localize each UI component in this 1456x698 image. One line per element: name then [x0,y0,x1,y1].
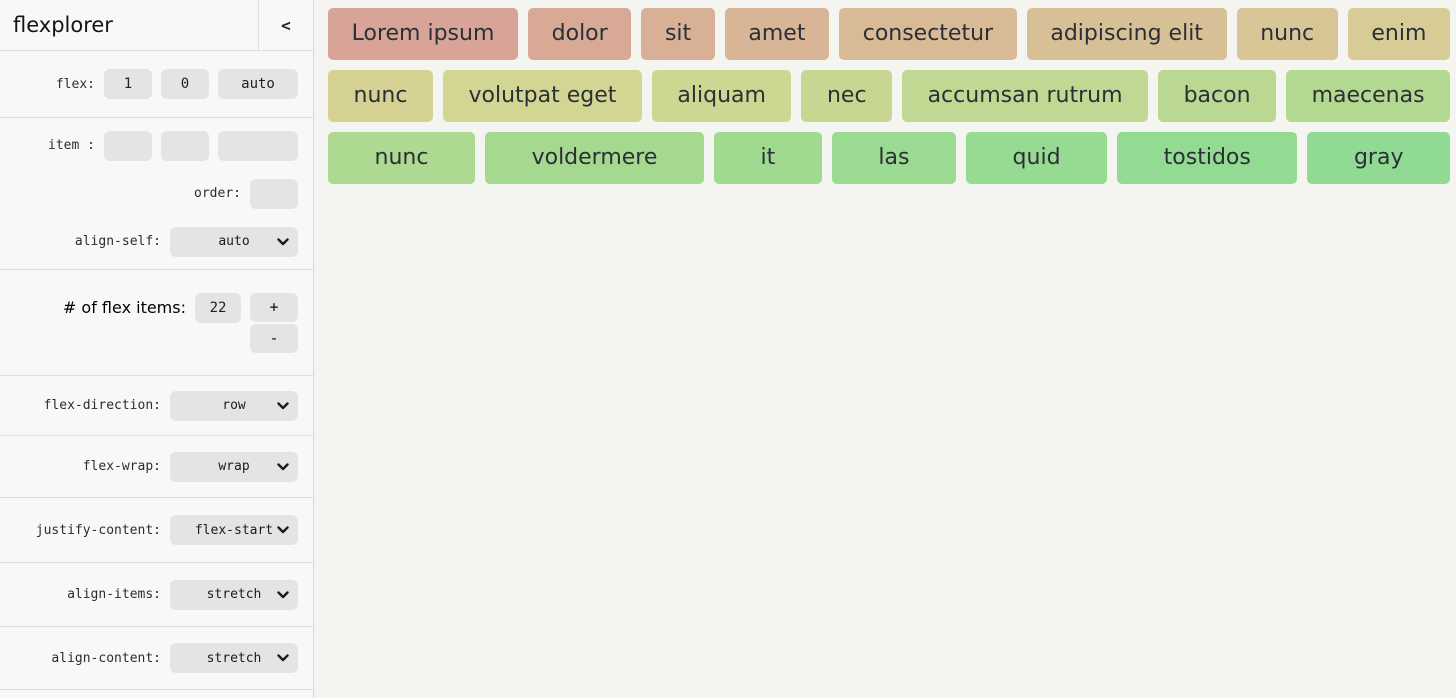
chevron-down-icon [277,401,289,409]
flex-item[interactable]: accumsan rutrum [902,70,1149,122]
align-items-select[interactable]: stretch [170,579,298,610]
align-items-label: align-items: [67,587,161,602]
flex-direction-section: flex-direction: row [0,376,313,436]
remove-item-button[interactable]: - [250,323,298,353]
item-count-label: # of flex items: [62,297,186,317]
flex-wrap-section: flex-wrap: wrap [0,436,313,498]
order-label: order: [194,186,241,201]
item-flex-basis-input[interactable] [218,130,298,161]
item-flex-grow-input[interactable] [104,130,152,161]
item-count-section: # of flex items: + - [0,270,313,376]
flex-wrap-value: wrap [218,459,250,474]
flex-item[interactable]: gray [1307,132,1451,184]
flex-item[interactable]: amet [724,8,830,60]
order-input[interactable] [250,178,298,209]
item-section: item : order: align-self: auto [0,118,313,270]
justify-content-value: flex-start [194,522,274,538]
flex-wrap-row: flex-wrap: wrap [0,451,298,482]
align-self-value: auto [218,234,250,249]
flex-label: flex: [55,76,95,92]
item-count-input[interactable] [195,292,241,323]
item-flex-row: item : [0,130,298,161]
item-flex-shrink-input[interactable] [161,130,209,161]
chevron-down-icon [277,526,289,534]
flex-item[interactable]: nunc [328,132,476,184]
flex-shrink-input[interactable] [161,69,209,99]
align-items-section: align-items: stretch [0,563,313,627]
chevron-left-icon: < [281,15,291,35]
flex-shorthand-section: flex: [0,51,313,118]
flex-item[interactable]: maecenas [1286,70,1451,122]
flex-shorthand-row: flex: [0,69,298,99]
flex-wrap-label: flex-wrap: [82,459,161,474]
align-self-select[interactable]: auto [170,226,298,257]
flex-direction-label: flex-direction: [43,398,161,413]
chevron-down-icon [277,654,289,662]
flex-direction-select[interactable]: row [170,390,298,421]
align-content-section: align-content: stretch [0,627,313,690]
flex-item[interactable]: enim [1347,8,1451,60]
align-content-row: align-content: stretch [0,643,298,673]
flex-item[interactable]: nunc [1236,8,1338,60]
flex-wrap-select[interactable]: wrap [170,451,298,482]
align-content-select[interactable]: stretch [170,643,298,673]
order-row: order: [0,178,298,209]
item-count-row: # of flex items: + - [0,292,298,353]
chevron-down-icon [277,237,289,245]
item-label: item : [48,138,95,153]
sidebar: flexplorer < flex: item : [0,0,314,698]
page-title: flexplorer [13,13,113,37]
flex-grow-input[interactable] [104,69,152,99]
flex-item[interactable]: tostidos [1117,132,1298,184]
align-self-label: align-self: [74,234,161,249]
justify-content-label: justify-content: [35,522,161,538]
flex-item[interactable]: Lorem ipsum [328,8,519,60]
flex-item[interactable]: it [713,132,822,184]
justify-content-section: justify-content: flex-start [0,498,313,563]
item-count-stepper: + - [250,292,298,353]
align-items-value: stretch [206,587,262,602]
align-items-row: align-items: stretch [0,579,298,610]
flex-item[interactable]: nunc [328,70,433,122]
justify-content-select[interactable]: flex-start [170,515,298,545]
chevron-down-icon [277,590,289,598]
flex-item[interactable]: las [831,132,956,184]
flex-item[interactable]: aliquam [651,70,792,122]
sidebar-header: flexplorer < [0,0,313,51]
flex-item[interactable]: voldermere [485,132,704,184]
flex-input-group [104,69,298,99]
flex-item[interactable]: adipiscing elit [1026,8,1227,60]
flex-item[interactable]: volutpat eget [442,70,642,122]
add-item-button[interactable]: + [250,292,298,322]
flex-item[interactable]: nec [801,70,893,122]
flex-basis-input[interactable] [218,69,298,99]
justify-content-row: justify-content: flex-start [0,515,298,545]
flex-item[interactable]: dolor [528,8,632,60]
flex-item[interactable]: consectetur [839,8,1017,60]
align-self-row: align-self: auto [0,226,298,257]
flex-item[interactable]: quid [966,132,1108,184]
chevron-down-icon [277,462,289,470]
flex-direction-value: row [222,398,246,413]
align-content-label: align-content: [51,650,161,666]
flex-item[interactable]: sit [641,8,715,60]
flex-direction-row: flex-direction: row [0,390,298,421]
flex-item[interactable]: bacon [1158,70,1277,122]
collapse-sidebar-button[interactable]: < [258,0,313,50]
align-content-value: stretch [206,650,262,666]
item-input-group [104,130,298,161]
